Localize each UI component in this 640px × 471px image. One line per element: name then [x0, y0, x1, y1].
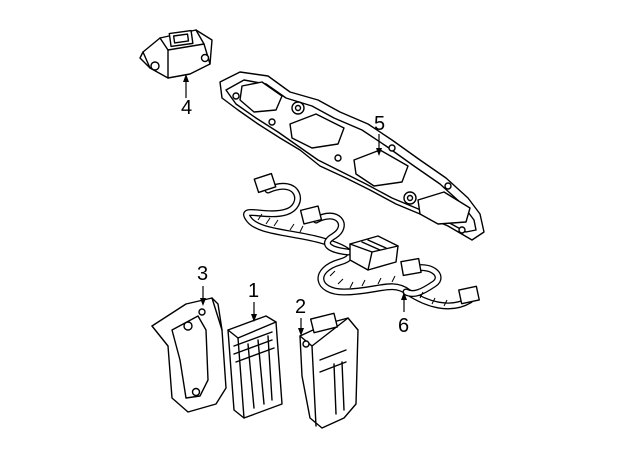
callout-6-label: 6: [398, 315, 410, 337]
callout-5-label: 5: [374, 113, 386, 135]
callout-3-label: 3: [197, 263, 209, 285]
module-bracket-part: [151, 297, 227, 413]
leader-arrows: [183, 74, 407, 336]
coil-bracket-part: [219, 71, 485, 241]
ignition-coil-part: [139, 29, 213, 79]
callout-4-label: 4: [181, 97, 193, 119]
harness-junction-connector: [349, 235, 399, 271]
control-module-part: [227, 315, 283, 419]
ignition-module-part: [299, 312, 359, 429]
wiring-harness-part: [243, 172, 480, 310]
callout-1-label: 1: [248, 280, 260, 302]
callout-2-label: 2: [295, 296, 307, 318]
